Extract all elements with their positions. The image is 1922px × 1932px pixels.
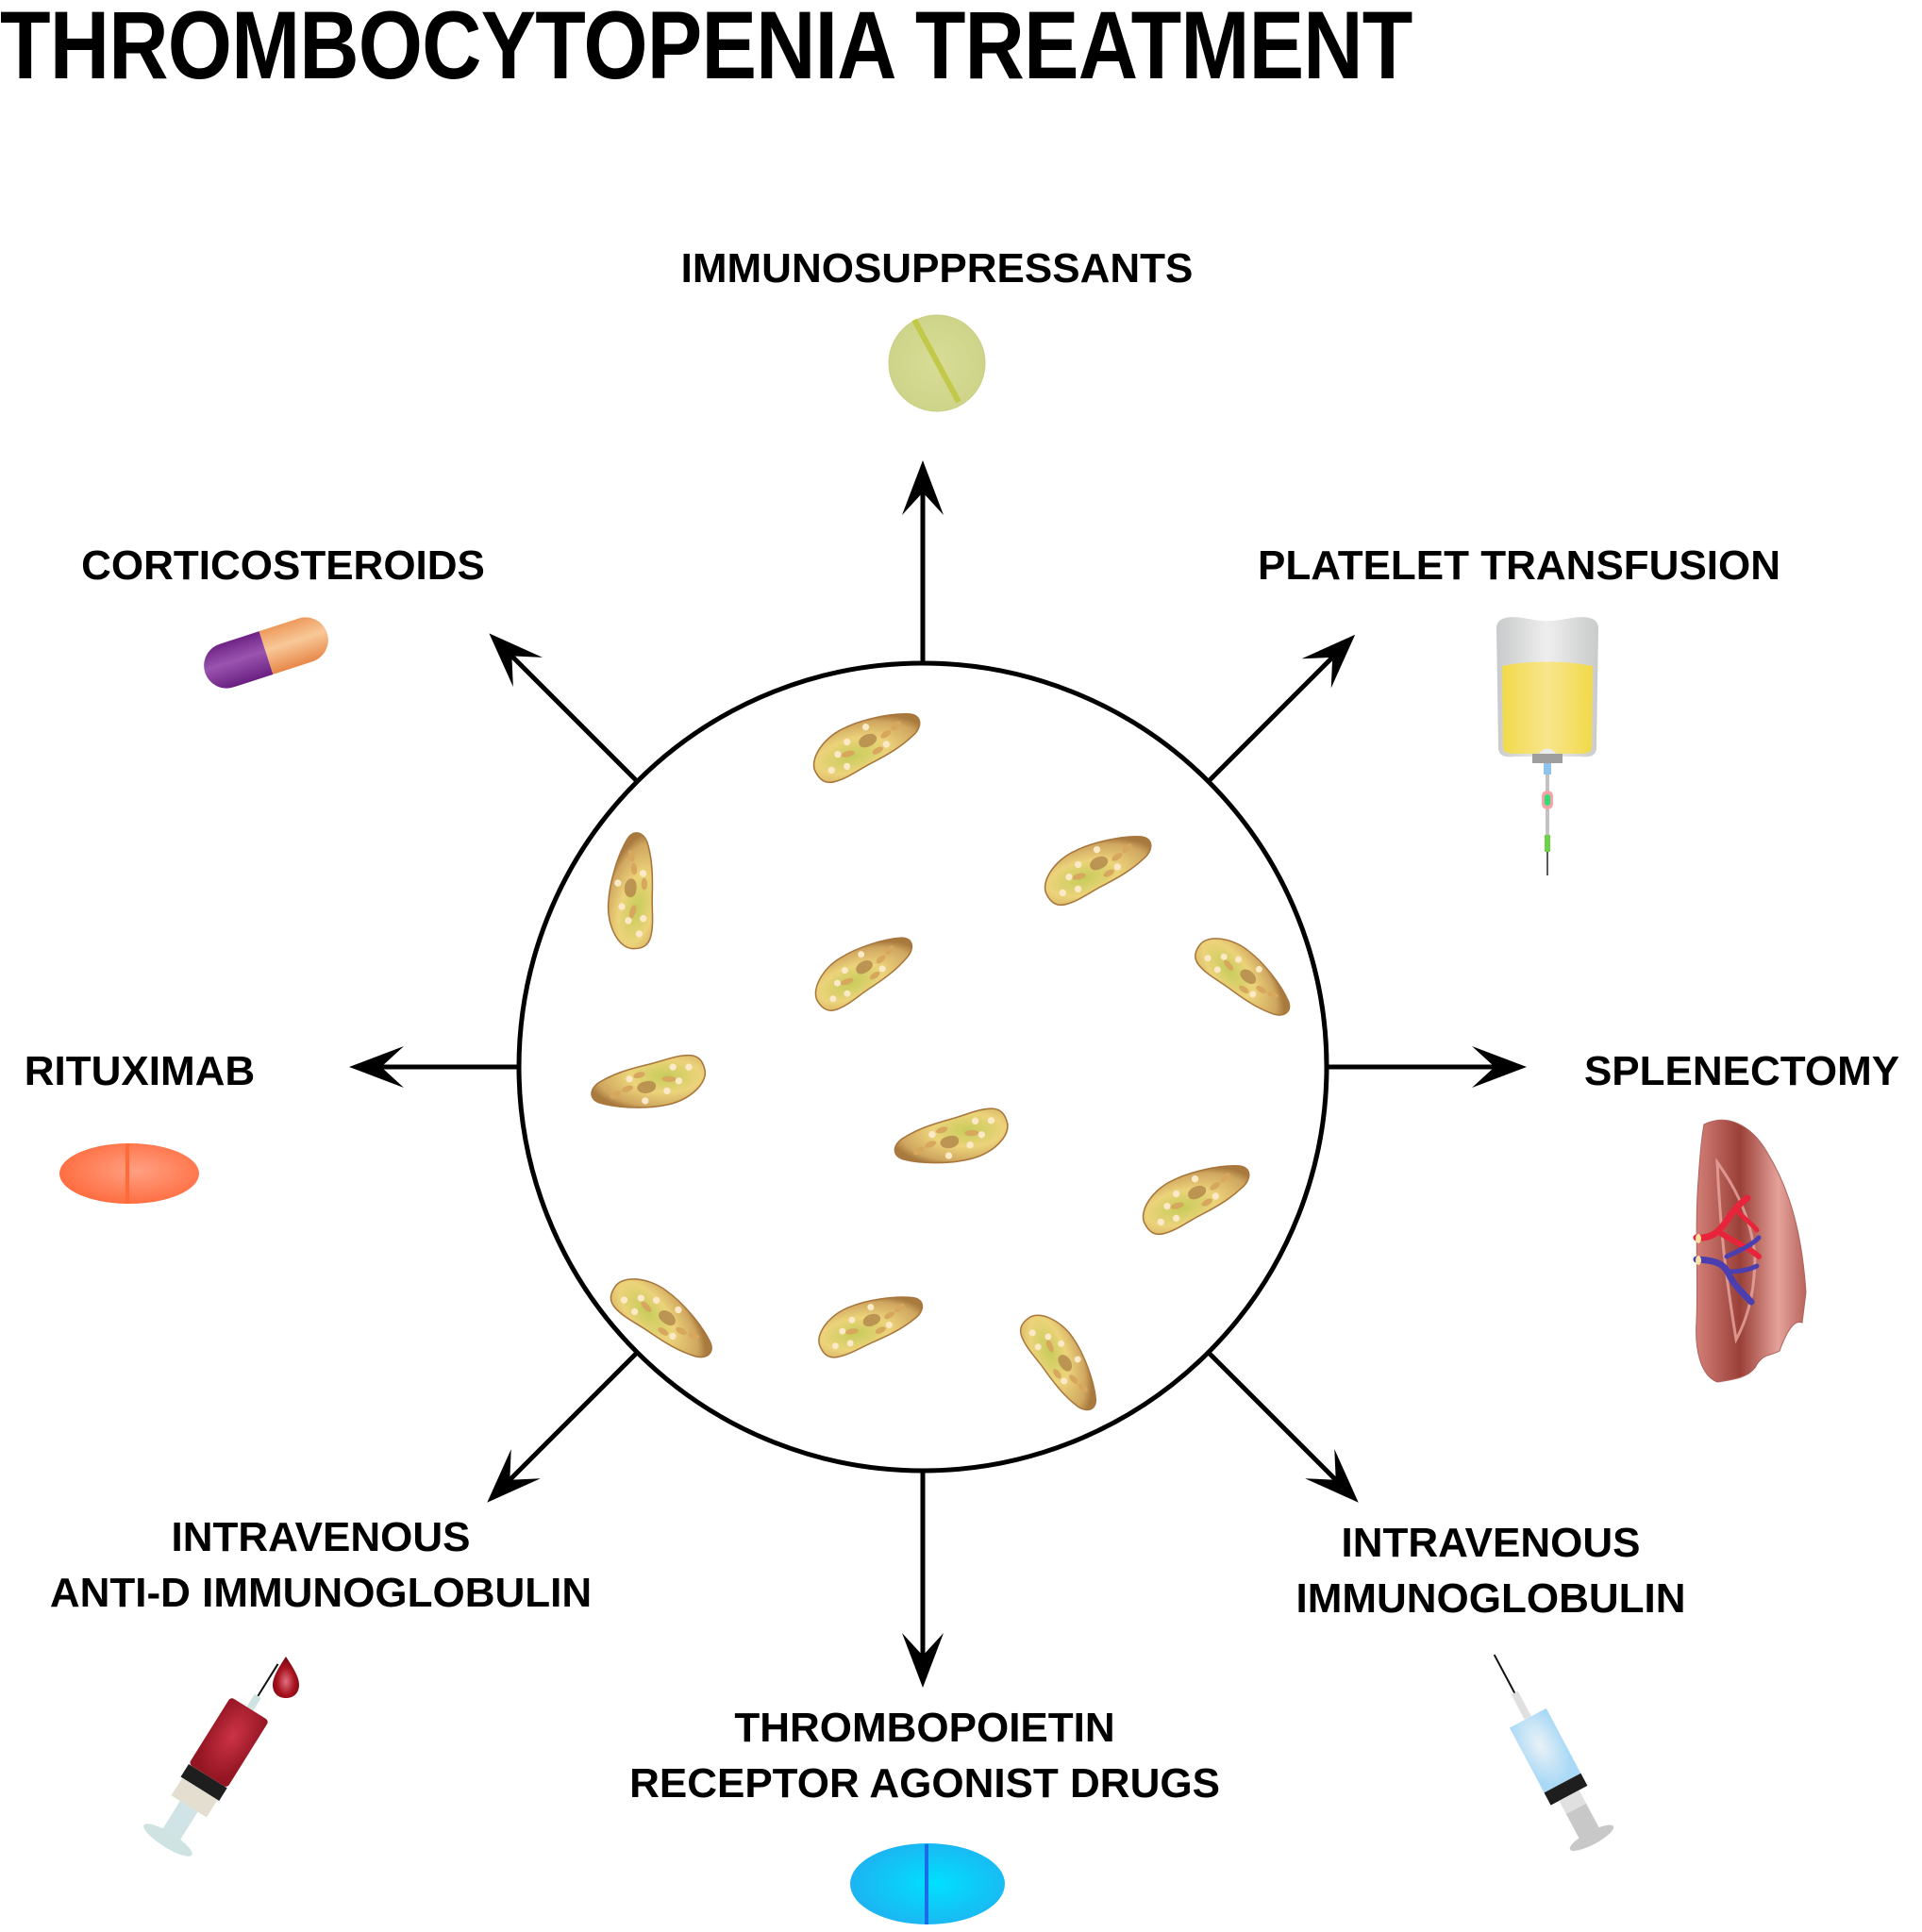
arrow-corticosteroids xyxy=(500,644,640,784)
label-thrombopoietin-receptor-agonist-drugs: THROMBOPOIETIN RECEPTOR AGONIST DRUGS xyxy=(585,1700,1264,1811)
spleen-icon xyxy=(1693,1119,1807,1383)
label-line: RECEPTOR AGONIST DRUGS xyxy=(629,1760,1220,1807)
label-corticosteroids: CORTICOSTEROIDS xyxy=(38,538,528,593)
arrowhead-corticosteroids xyxy=(489,633,543,687)
label-splenectomy: SPLENECTOMY xyxy=(1563,1043,1921,1099)
arrowhead-intravenous-immunoglobulin xyxy=(1305,1449,1359,1503)
label-platelet-transfusion: PLATELET TRANSFUSION xyxy=(1217,538,1821,593)
label-line: RITUXIMAB xyxy=(24,1048,256,1094)
label-line: IMMUNOSUPPRESSANTS xyxy=(680,245,1194,291)
blood-syringe-icon xyxy=(143,1663,279,1857)
label-intravenous-anti-d-immunoglobulin: INTRAVENOUS ANTI-D IMMUNOGLOBULIN xyxy=(0,1509,642,1621)
arrowhead-intravenous-anti-d-immunoglobulin xyxy=(487,1449,541,1503)
arrow-platelet-transfusion xyxy=(1206,646,1344,784)
label-line: ANTI-D IMMUNOGLOBULIN xyxy=(49,1570,593,1616)
label-line: THROMBOPOIETIN xyxy=(734,1705,1115,1751)
capsule-icon xyxy=(204,617,328,689)
arrowhead-rituximab xyxy=(349,1046,404,1088)
label-line: IMMUNOGLOBULIN xyxy=(1295,1575,1686,1622)
arrow-intravenous-anti-d-immunoglobulin xyxy=(498,1350,640,1491)
page-title: THROMBOCYTOPENIA TREATMENT xyxy=(0,0,1412,99)
arrowhead-thrombopoietin-receptor-agonist-drugs xyxy=(902,1633,944,1688)
syringe-icon xyxy=(1493,1654,1614,1851)
label-intravenous-immunoglobulin: INTRAVENOUS IMMUNOGLOBULIN xyxy=(1255,1515,1727,1626)
round-tablet-icon xyxy=(888,314,986,412)
arrowhead-splenectomy xyxy=(1472,1046,1527,1088)
label-line: INTRAVENOUS xyxy=(171,1514,471,1560)
blood-drop-icon xyxy=(273,1657,299,1698)
arrows xyxy=(349,460,1527,1688)
label-line: PLATELET TRANSFUSION xyxy=(1257,542,1781,589)
label-line: SPLENECTOMY xyxy=(1583,1048,1900,1094)
label-rituximab: RITUXIMAB xyxy=(0,1043,279,1099)
arrowhead-immunosuppressants xyxy=(902,460,944,515)
oval-tablet-icon xyxy=(850,1843,1005,1924)
oval-tablet-icon xyxy=(59,1143,199,1204)
label-line: CORTICOSTEROIDS xyxy=(81,542,485,589)
iv-bag-icon xyxy=(1496,617,1598,875)
label-immunosuppressants: IMMUNOSUPPRESSANTS xyxy=(649,241,1225,296)
label-line: INTRAVENOUS xyxy=(1341,1520,1641,1566)
arrowhead-platelet-transfusion xyxy=(1301,634,1356,689)
arrow-intravenous-immunoglobulin xyxy=(1206,1350,1347,1491)
